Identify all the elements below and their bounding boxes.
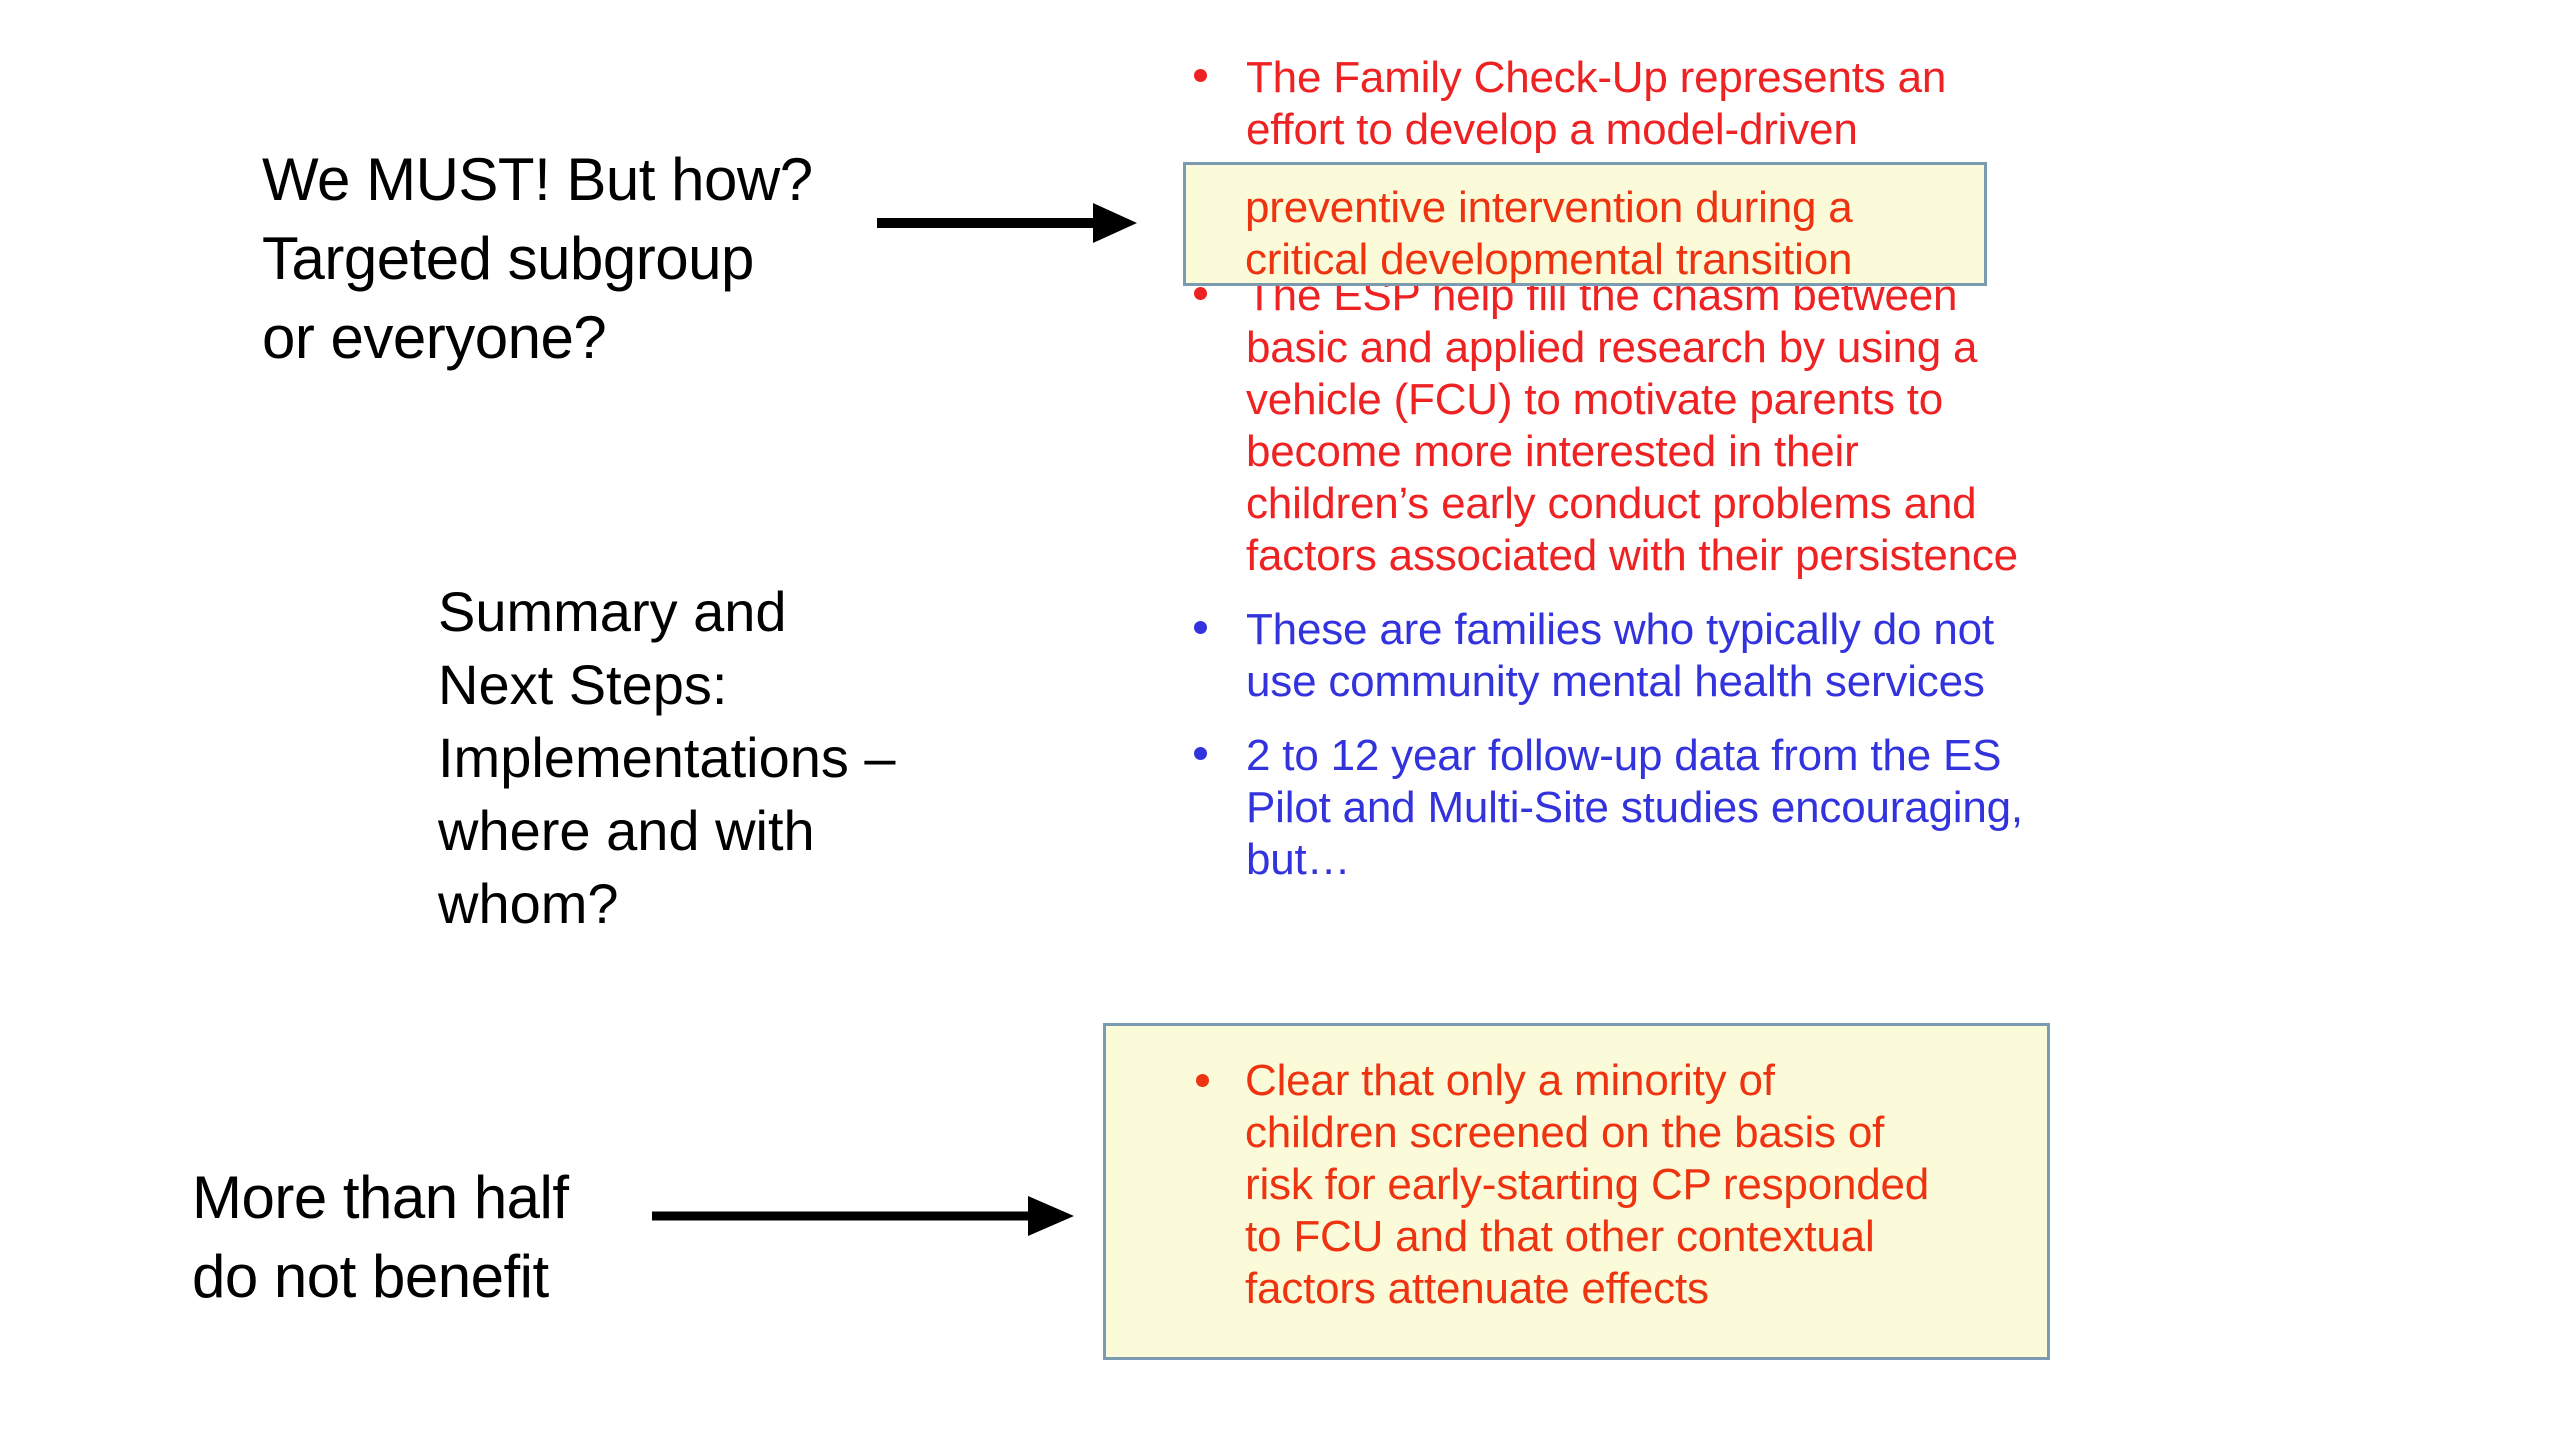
annotation-summary-next-steps: Summary and Next Steps: Implementations … [438, 580, 896, 935]
highlight-box-top-text: preventive intervention during a critica… [1245, 183, 1853, 284]
highlight-box-bottom-text: Clear that only a minority of children s… [1245, 1056, 1930, 1313]
list-item: 2 to 12 year follow-up data from the ES … [1190, 730, 2050, 886]
list-item-text: The ESP help fill the chasm between basi… [1246, 271, 2018, 580]
annotation-top-question: We MUST! But how? Targeted subgroup or e… [262, 146, 813, 371]
list-item-text: These are families who typically do not … [1246, 605, 1994, 706]
bullet-dot-icon [1196, 1074, 1209, 1087]
highlight-box-top [1183, 162, 1987, 286]
list-item: The ESP help fill the chasm between basi… [1190, 270, 2050, 582]
bullet-dot-icon [1194, 621, 1207, 634]
highlight-box-bottom [1103, 1023, 2050, 1360]
spacer [1190, 582, 2050, 604]
list-item: These are families who typically do not … [1190, 604, 2050, 708]
bullet-dot-icon [1194, 69, 1207, 82]
spacer [1190, 708, 2050, 730]
arrow-right-bottom [650, 1188, 1080, 1253]
bullet-dot-icon [1194, 287, 1207, 300]
list-item-text: 2 to 12 year follow-up data from the ES … [1246, 731, 2023, 884]
arrow-right-top [875, 195, 1145, 260]
bullet-dot-icon [1194, 747, 1207, 760]
annotation-bottom-note: More than half do not benefit [192, 1164, 569, 1310]
